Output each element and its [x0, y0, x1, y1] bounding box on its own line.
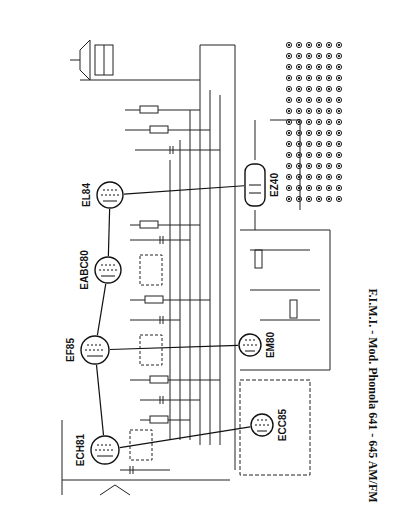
tube-envelope — [250, 413, 274, 437]
vacuum-tube: ECH81 — [90, 435, 120, 465]
tube-type-label: ECH81 — [76, 433, 86, 467]
tube-envelope — [238, 333, 262, 357]
signal-wire — [110, 345, 238, 349]
vacuum-tube: EF85 — [80, 335, 110, 365]
tube-type-label: EL84 — [82, 182, 92, 208]
tube-envelope — [96, 181, 124, 209]
signal-wire — [120, 427, 250, 448]
tube-envelope — [94, 256, 122, 284]
tube-envelope — [80, 335, 110, 365]
signal-wire — [96, 365, 103, 435]
tube-type-label: EM80 — [266, 331, 276, 359]
antenna-symbol — [100, 485, 130, 495]
output-transformer — [95, 45, 113, 75]
vacuum-tube: EZ40 — [244, 163, 266, 207]
vacuum-tube: EL84 — [96, 181, 124, 209]
vacuum-tube: EM80 — [238, 333, 262, 357]
signal-wire — [124, 186, 244, 194]
tube-type-label: EABC80 — [80, 249, 90, 290]
switch-contacts — [284, 40, 344, 205]
resistor-symbol — [140, 106, 297, 423]
capacitor-symbol — [130, 146, 173, 474]
fm-tuner-screen — [240, 380, 310, 475]
signal-wire — [97, 284, 105, 335]
tube-envelope — [244, 163, 266, 207]
if-transformer — [130, 255, 162, 460]
supply-rail — [80, 45, 235, 470]
speaker-symbol — [70, 40, 90, 80]
tube-type-label: EF85 — [66, 337, 76, 363]
tube-type-label: EZ40 — [270, 172, 280, 198]
vacuum-tube: ECC85 — [250, 413, 274, 437]
tube-envelope — [90, 435, 120, 465]
vacuum-tube: EABC80 — [94, 256, 122, 284]
diagram-title: F.I.M.I. - Mod. Phonola 641 - 645 AM/FM — [365, 288, 380, 502]
signal-wire — [108, 209, 109, 256]
ground-rail — [62, 420, 230, 480]
tube-type-label: ECC85 — [278, 408, 288, 442]
